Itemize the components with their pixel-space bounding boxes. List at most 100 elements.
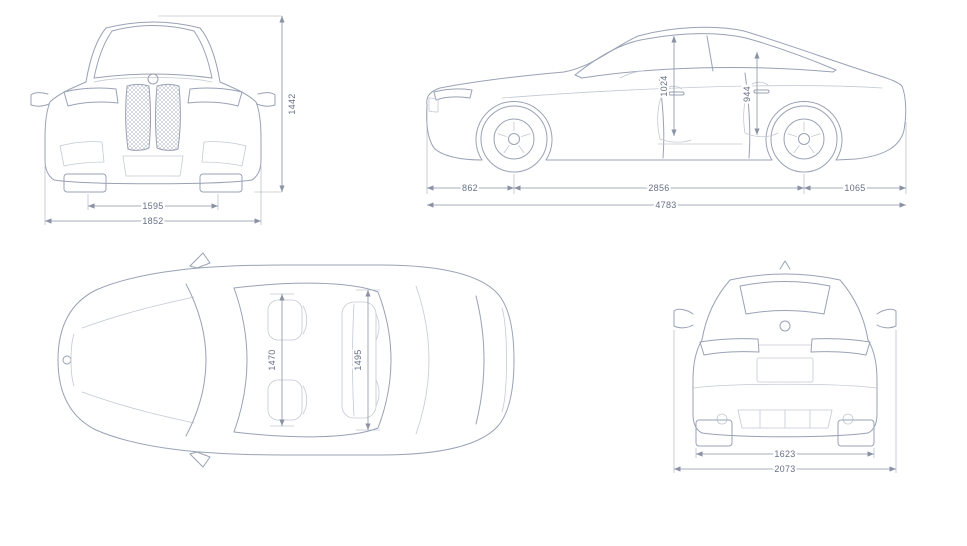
side-view: 1024 944 862 2856 1065 4783 [412,2,922,217]
side-view-svg: 1024 944 862 2856 1065 4783 [426,26,907,212]
front-body [30,21,276,193]
side-body [426,26,907,161]
front-wheel-arch [475,101,553,161]
front-headrest-right [302,385,308,415]
rear-view: 1623 2073 [660,252,910,477]
width-extension-lines [44,166,262,225]
top-interior [267,299,380,421]
license-plate-recess [756,357,814,383]
height-extension-lines [158,15,282,193]
bumper-top-line [693,383,877,389]
body-sides [44,101,262,181]
bmw-roundel-icon [147,73,159,85]
side-dimensions: 1024 944 862 2856 1065 4783 [426,36,907,212]
mirror-top-left [189,252,211,269]
grille-side [428,97,439,113]
rear-wheel [770,105,838,173]
shoulder-lines [49,81,257,103]
dim-front-height: 1442 [287,93,297,114]
tire-left [63,173,107,193]
rear-view-svg: 1623 2073 [673,260,897,476]
tire-right [837,419,875,447]
body-sides [692,339,878,434]
mirror-left [673,308,694,329]
headlight-side [433,88,473,101]
front-headrest-left [302,305,308,335]
a-pillars [85,27,221,83]
rear-bench-split [352,303,355,417]
tire-right [199,173,243,193]
rear-seat [743,81,779,138]
rear-deck-line [415,285,430,435]
top-view: 1470 1495 [40,248,530,473]
dim-side-wheelbase: 2856 [648,183,669,193]
front-dimensions: 1442 1595 1852 [44,15,298,228]
windshield-header [233,287,248,433]
taillight-left [699,338,760,356]
air-intake-left [59,141,105,167]
side-interior [619,70,779,145]
roof-side-edges [233,282,379,438]
rear-fascia [835,85,907,161]
top-view-svg: 1470 1495 [57,252,515,468]
bumper-bottom [701,432,869,438]
door-cut-lines [658,72,751,159]
rear-dimensions: 1623 2073 [673,330,897,476]
b-pillar [706,35,714,72]
bmw-roundel-icon [779,320,791,332]
dim-side-front-interior-height: 1024 [659,75,669,96]
front-fascia [426,104,483,161]
length-extension-lines [426,108,907,194]
taillight-right [810,338,871,356]
top-dimensions: 1470 1495 [265,289,380,431]
front-view: 1442 1595 1852 [28,4,298,229]
kidney-grille-left [125,84,151,151]
dim-side-overall-length: 4783 [655,200,676,210]
door-handle-front [668,91,685,96]
c-pillars [701,279,869,341]
headlight-right [187,87,243,107]
dim-side-rear-overhang: 1065 [844,183,865,193]
headlight-left [63,87,119,107]
roof-line [729,273,841,281]
door-handle-rear [753,89,770,94]
mirror-width-extension-lines [673,330,897,473]
windshield-cowl [185,283,207,437]
rear-window [377,291,392,429]
rear-body [673,260,897,447]
dim-front-width: 1852 [142,216,163,226]
front-wheel [480,105,548,173]
tire-left [695,419,733,447]
dim-top-front-interior-width: 1470 [267,349,277,370]
dim-top-rear-interior-width: 1495 [353,349,363,370]
roof-line [105,21,201,29]
top-body [57,252,515,468]
character-line [501,85,883,99]
exhaust-right [842,413,854,425]
diffuser [737,409,833,429]
mirror-right [256,92,276,107]
kidney-grille-right [155,84,181,151]
greenhouse-windows [574,33,837,79]
mirror-right [876,308,897,329]
front-view-svg: 1442 1595 1852 [30,15,298,228]
rear-bumper-cut [501,307,507,413]
hood-crease [93,77,213,83]
exhaust-left [716,413,728,425]
dim-side-rear-interior-height: 944 [742,86,752,102]
front-seat-right [267,379,303,421]
dim-rear-width-mirrors: 2073 [774,464,795,474]
air-intake-center [122,155,184,177]
dim-front-track: 1595 [142,201,163,211]
mirror-left [30,92,50,107]
front-seat-left [267,299,303,341]
upper-silhouette [426,26,903,106]
dim-side-front-overhang: 862 [462,183,478,193]
windshield [93,25,213,79]
mirror-top-right [189,451,211,468]
body-outline [57,264,515,456]
air-intake-right [201,141,247,167]
antenna-fin [779,260,791,270]
bmw-roundel-icon [62,355,72,365]
dashboard [619,70,645,79]
